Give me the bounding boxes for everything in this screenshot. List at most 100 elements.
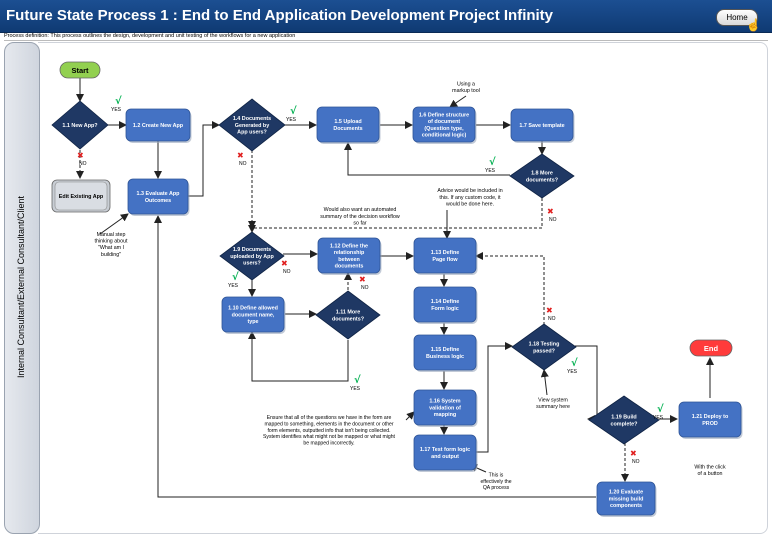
hand-cursor-icon: ☝ [746, 18, 761, 32]
home-button[interactable]: Home [716, 9, 758, 26]
title-bar: Future State Process 1 : End to End Appl… [0, 0, 772, 33]
test-to-testing [476, 342, 513, 453]
process-1-2-create-new-app[interactable]: 1.2 Create New App [125, 108, 192, 143]
new-app-no-cross-icon: ✖ [77, 151, 84, 160]
new-app-yes-label: YES [111, 107, 122, 113]
new-app-yes-check-icon: √ [115, 95, 122, 107]
end-terminator[interactable]: End [689, 339, 733, 357]
uploaded-no-label: NO [283, 269, 291, 275]
more-yes-loop [248, 331, 349, 382]
build-yes-check-icon: √ [657, 403, 664, 415]
new-app-no-label: NO [79, 161, 87, 167]
more-docs-no-label: NO [549, 217, 557, 223]
edit-existing-app-label: Edit Existing App [59, 194, 104, 200]
docs-generated-yes-check-icon: √ [290, 105, 297, 117]
docs-generated-no-label: NO [239, 161, 247, 167]
diagram-frame [38, 42, 768, 534]
decision-1-1-new-app-label: 1.1 New App? [62, 123, 97, 129]
process-1-7-save-template[interactable]: 1.7 Save template [510, 108, 575, 143]
ensure-leader [405, 411, 415, 421]
testing-yes [575, 345, 598, 423]
testing-no-label: NO [548, 316, 556, 322]
process-1-7-save-template-label: 1.7 Save template [519, 123, 564, 129]
more-docs-2-no-label: NO [361, 285, 369, 291]
connectors [76, 78, 714, 498]
more-docs-yes-label: YES [485, 168, 496, 174]
end-terminator-label: End [704, 344, 719, 353]
markup-leader [449, 95, 467, 108]
uploaded-yes-check-icon: √ [232, 271, 239, 283]
build-no-cross-icon: ✖ [630, 449, 637, 458]
more-docs-no-cross-icon: ✖ [547, 207, 554, 216]
note-ensure: Ensure that all of the questions we have… [263, 415, 396, 447]
docs-generated-no-cross-icon: ✖ [237, 151, 244, 160]
uploaded-yes-label: YES [228, 283, 239, 289]
testing-no [475, 252, 545, 325]
docs-generated-yes-label: YES [286, 117, 297, 123]
view-leader [540, 369, 549, 396]
build-yes-label: YES [653, 415, 664, 421]
more-docs-no [248, 198, 543, 233]
swimlane-header [4, 42, 40, 534]
start-terminator-label: Start [71, 66, 89, 75]
decision-marks: √YES✖NO√YES✖NO√YES✖NO✖NO√YES✖NO√YES✖NO√Y… [77, 95, 664, 465]
divider [4, 40, 768, 41]
more-docs-2-no-cross-icon: ✖ [359, 275, 366, 284]
page-title: Future State Process 1 : End to End Appl… [6, 7, 554, 24]
edit-existing-app[interactable]: Edit Existing App [51, 179, 111, 213]
testing-no-cross-icon: ✖ [546, 306, 553, 315]
missing-to-evaluate [154, 215, 596, 498]
start-terminator[interactable]: Start [59, 61, 101, 79]
more-docs-2-yes-label: YES [350, 386, 361, 392]
more-docs-2-yes-check-icon: √ [354, 374, 361, 386]
build-no-label: NO [632, 459, 640, 465]
testing-yes-label: YES [567, 369, 578, 375]
manual-leader [99, 213, 129, 235]
more-docs-yes [344, 142, 510, 176]
testing-yes-check-icon: √ [571, 357, 578, 369]
decision-1-1-new-app[interactable]: 1.1 New App? [51, 100, 109, 150]
